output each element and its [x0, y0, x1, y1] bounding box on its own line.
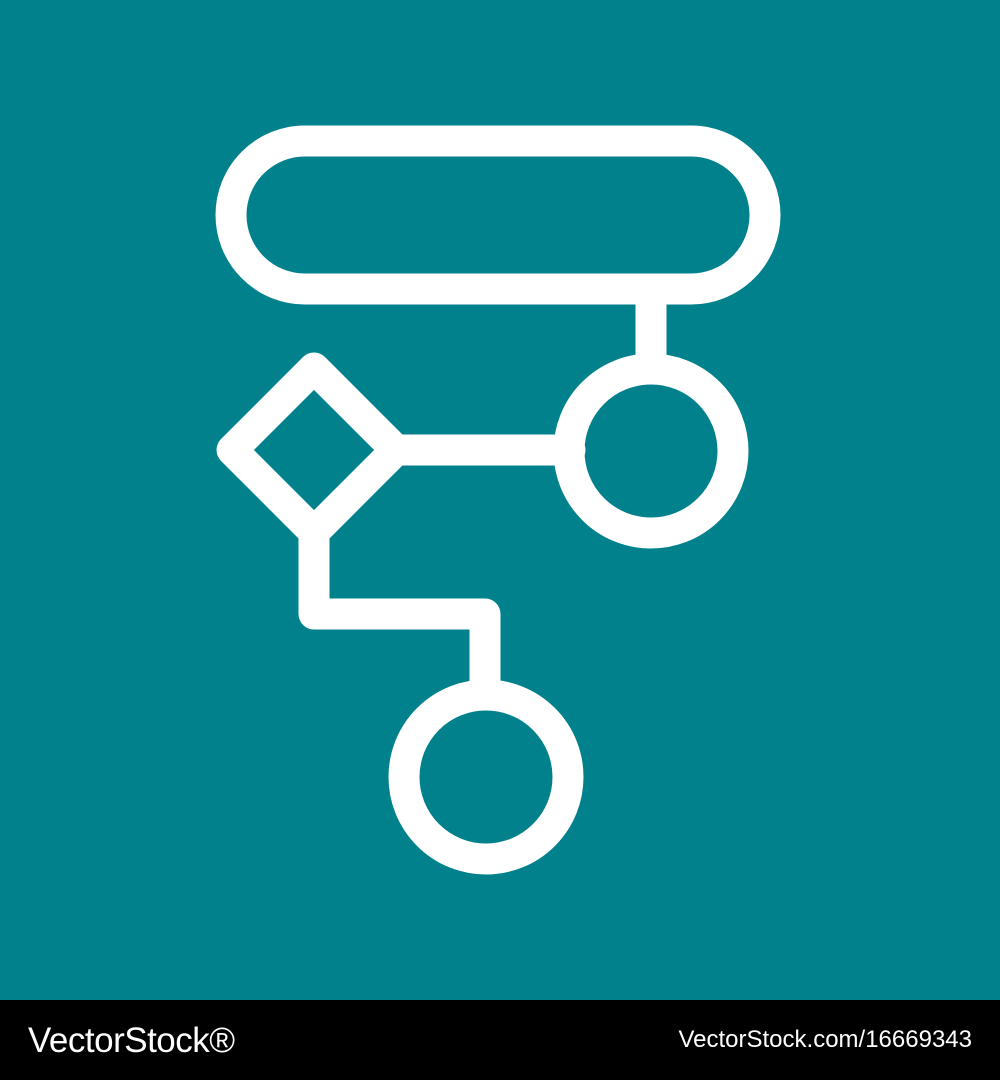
stock-image-id: VectorStock.com/16669343	[678, 1026, 972, 1053]
flowchart-artwork	[0, 0, 1000, 1000]
terminator-shape	[215, 125, 781, 305]
watermark-footer: VectorStock® VectorStock.com/16669343	[0, 1000, 1000, 1080]
flowchart-icon	[0, 0, 1000, 1000]
connector-diamond-to-lower-circle	[298, 516, 501, 711]
process-circle-right	[553, 353, 749, 549]
teal-background	[0, 0, 1000, 1000]
vectorstock-brand-mark: VectorStock®	[28, 1020, 235, 1060]
process-circle-bottom	[388, 679, 584, 875]
